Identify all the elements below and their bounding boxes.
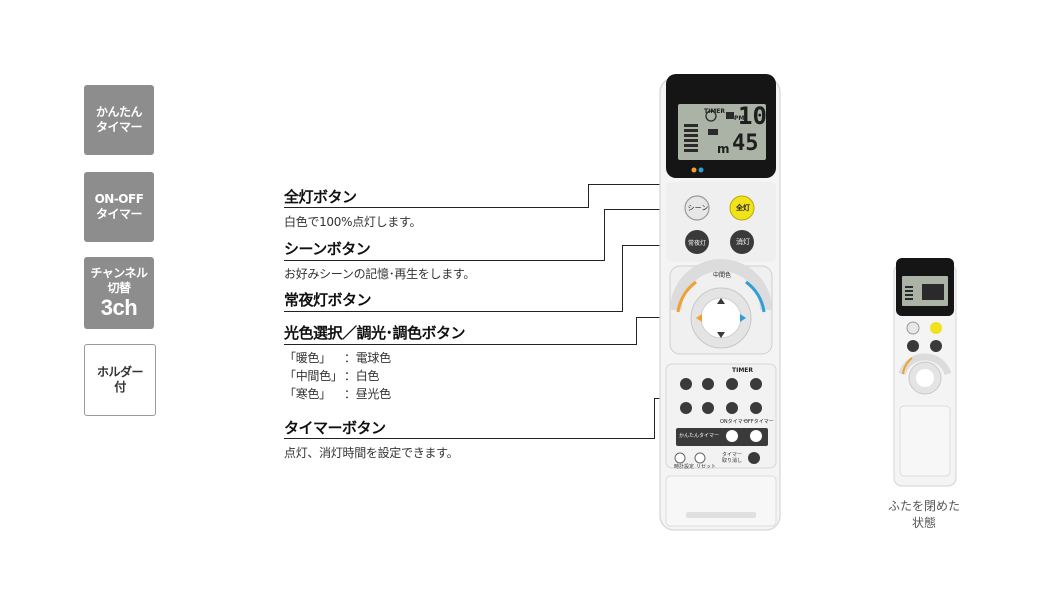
label-all-light-title: 全灯ボタン [284, 188, 357, 206]
leader-timer-v [654, 398, 655, 439]
easy-timer-button[interactable]: かんたんタイマー [679, 433, 720, 439]
closed-remote-caption: ふたを閉めた 状態 [880, 498, 968, 532]
leader-scene-v [604, 209, 605, 261]
color-row-sep: ： [344, 369, 356, 383]
leader-night-h [622, 245, 686, 246]
leader-night-v [622, 245, 623, 312]
color-row-val: 白色 [355, 369, 380, 383]
scene-button[interactable]: シーン [687, 204, 709, 212]
remote-open [659, 74, 781, 531]
timer-header: TIMER [732, 367, 754, 374]
closed-caption-line1: ふたを閉めた [887, 499, 960, 513]
mid-color-button[interactable]: 中間色 [712, 272, 731, 279]
color-row-sep: ： [344, 351, 356, 365]
remote-closed [893, 258, 957, 487]
leader-color [284, 344, 636, 345]
leader-scene [284, 260, 604, 261]
badge-channel-line2: 切替 [107, 281, 131, 295]
leader-scene-h [604, 209, 684, 210]
clock-set-button[interactable]: 時計設定 [674, 464, 695, 470]
color-row-val: 昼光色 [355, 387, 391, 401]
color-row-key: 「暖色」 [284, 351, 331, 365]
badge-holder-line1: ホルダー [96, 365, 144, 379]
leader-timer [284, 438, 654, 439]
label-color: 光色選択／調光･調色ボタン 「暖色」：電球色 「中間色」：白色 「寒色」：昼光色 [284, 322, 466, 403]
timer-cancel-button[interactable]: タイマー取り消し [722, 452, 743, 464]
color-row-val: 電球色 [355, 351, 391, 365]
color-row-sep: ： [344, 387, 356, 401]
color-row: 「中間色」：白色 [284, 367, 465, 385]
badge-holder-line2: 付 [114, 380, 126, 394]
badge-on-off-timer-line1: ON-OFF [94, 192, 144, 206]
color-row-key: 「中間色」 [284, 369, 343, 383]
badge-easy-timer: かんたん タイマー [84, 85, 154, 155]
badge-channel-line3: 3ch [100, 295, 138, 320]
lcd-timer-label: TIMER [704, 108, 726, 115]
leader-color-v [636, 317, 637, 345]
reset-button[interactable]: リセット [696, 464, 717, 470]
all-light-button[interactable]: 全灯 [736, 204, 750, 212]
color-row: 「寒色」 ：昼光色 [284, 385, 465, 403]
badge-channel-line1: チャンネル [90, 266, 148, 280]
badge-easy-timer-line1: かんたん [95, 105, 143, 119]
label-color-title: 光色選択／調光･調色ボタン [284, 324, 466, 342]
off-button[interactable]: 消灯 [736, 238, 750, 246]
night-light-button[interactable]: 常夜灯 [687, 240, 706, 247]
label-scene: シーンボタン お好みシーンの記憶･再生をします。 [284, 238, 475, 283]
leader-night [284, 311, 622, 312]
lcd-time-small: 45 [732, 131, 759, 156]
leader-all-light [284, 207, 588, 208]
label-timer-desc: 点灯、消灯時間を設定できます。 [284, 446, 459, 460]
label-all-light-desc: 白色で100%点灯します。 [284, 215, 422, 229]
on-timer-button[interactable]: ONタイマー [720, 419, 748, 425]
off-timer-button[interactable]: OFFタイマー [744, 419, 774, 425]
label-scene-title: シーンボタン [284, 240, 371, 258]
label-all-light: 全灯ボタン 白色で100%点灯します。 [284, 186, 422, 231]
label-timer-title: タイマーボタン [284, 419, 386, 437]
lcd-pm-label: PM [734, 115, 745, 122]
badge-holder: ホルダー 付 [84, 344, 156, 416]
label-timer: タイマーボタン 点灯、消灯時間を設定できます。 [284, 417, 459, 462]
color-row-key: 「寒色」 [284, 387, 331, 401]
closed-caption-line2: 状態 [911, 516, 936, 530]
badge-easy-timer-line2: タイマー [95, 120, 143, 134]
label-night: 常夜灯ボタン [284, 289, 372, 310]
lcd-unit: m [717, 142, 730, 156]
color-row: 「暖色」 ：電球色 [284, 349, 465, 367]
badge-on-off-timer: ON-OFF タイマー [84, 172, 154, 242]
lcd-time-big: 10 [738, 102, 767, 130]
badge-on-off-timer-line2: タイマー [95, 207, 143, 221]
label-night-title: 常夜灯ボタン [284, 291, 372, 309]
label-scene-desc: お好みシーンの記憶･再生をします。 [284, 267, 476, 281]
leader-all-light-v [588, 184, 589, 208]
badge-channel-switch: チャンネル 切替 3ch [84, 257, 154, 329]
